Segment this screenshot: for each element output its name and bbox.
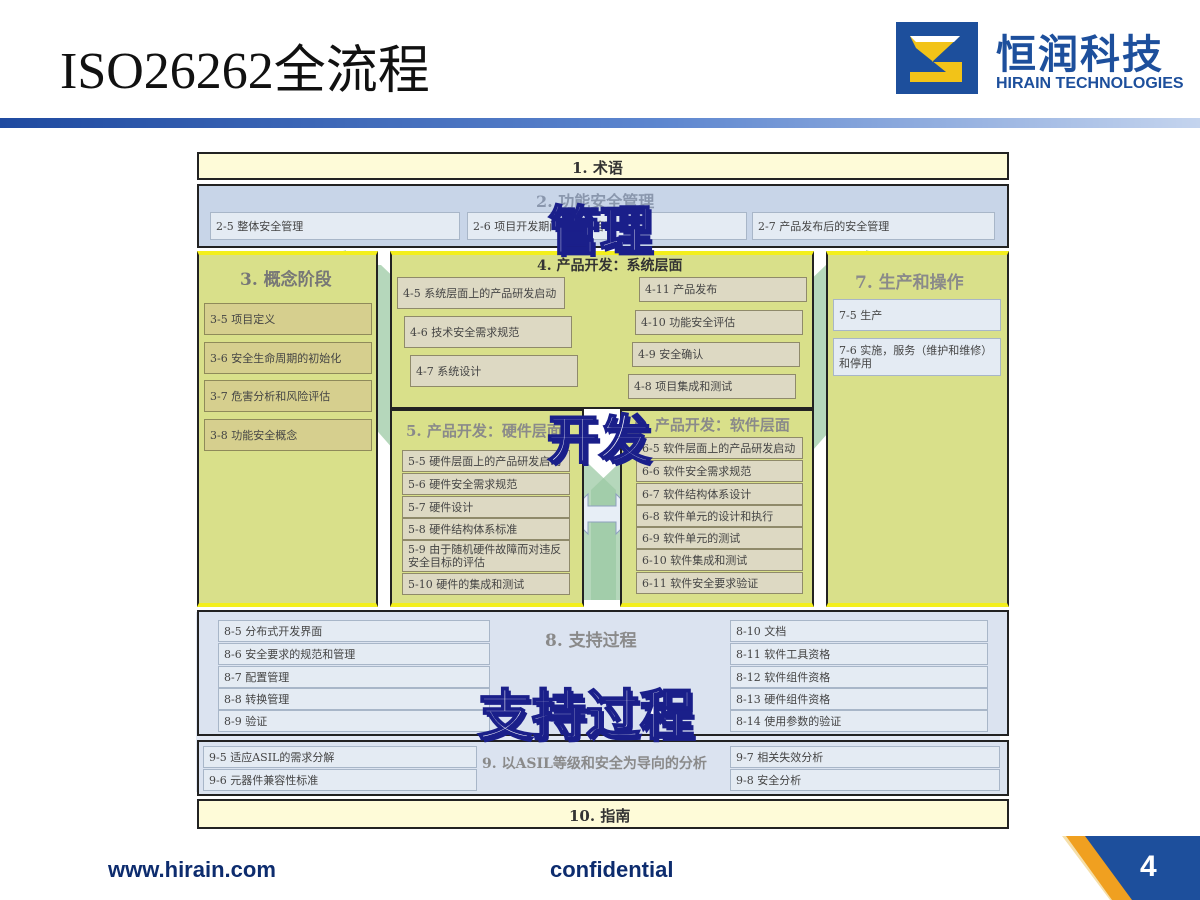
overlay-management: 管理: [547, 201, 653, 263]
item-3-6: 3-6 安全生命周期的初始化: [204, 342, 372, 374]
item-7-6: 7-6 实施，服务（维护和维修）和停用: [833, 338, 1001, 376]
item-4-6: 4-6 技术安全需求规范: [404, 316, 572, 348]
item-5-8: 5-8 硬件结构体系标准: [402, 518, 570, 540]
item-6-7: 6-7 软件结构体系设计: [636, 483, 803, 505]
item-2-5: 2-5 整体安全管理: [210, 212, 460, 240]
section-6-title: 6. 产品开发：软件层面: [634, 416, 790, 434]
item-5-6: 5-6 硬件安全需求规范: [402, 473, 570, 495]
logo-name-cn: 恒润科技: [996, 32, 1164, 78]
footer-website: www.hirain.com: [108, 857, 276, 882]
item-6-10: 6-10 软件集成和测试: [636, 549, 803, 571]
item-2-6: 2-6 项目开发期间的安全管理: [467, 212, 747, 240]
section-1-title: 1. 术语: [572, 159, 623, 177]
slide-title: ISO26262全流程: [60, 43, 430, 100]
header-rule: [0, 118, 1200, 128]
item-9-5: 9-5 适应ASIL的需求分解: [203, 746, 477, 768]
item-9-8: 9-8 安全分析: [730, 769, 1000, 791]
item-3-5: 3-5 项目定义: [204, 303, 372, 335]
footer-confidential: confidential: [550, 857, 674, 882]
item-5-9: 5-9 由于随机硬件故障而对违反安全目标的评估: [402, 540, 570, 572]
item-8-8: 8-8 转换管理: [218, 688, 490, 710]
page-number: 4: [1140, 850, 1157, 883]
item-4-5: 4-5 系统层面上的产品研发启动: [397, 277, 565, 309]
item-8-5: 8-5 分布式开发界面: [218, 620, 490, 642]
footer-decoration: [0, 830, 1200, 900]
item-5-5: 5-5 硬件层面上的产品研发启动: [402, 450, 570, 472]
item-3-8: 3-8 功能安全概念: [204, 419, 372, 451]
item-8-7: 8-7 配置管理: [218, 666, 490, 688]
item-5-10: 5-10 硬件的集成和测试: [402, 573, 570, 595]
item-6-8: 6-8 软件单元的设计和执行: [636, 505, 803, 527]
section-10-guideline: [197, 799, 1009, 829]
item-2-7: 2-7 产品发布后的安全管理: [752, 212, 995, 240]
section-2-title: 2. 功能安全管理: [536, 192, 655, 211]
item-6-9: 6-9 软件单元的测试: [636, 527, 803, 549]
item-4-10: 4-10 功能安全评估: [635, 310, 803, 335]
item-8-6: 8-6 安全要求的规范和管理: [218, 643, 490, 665]
item-4-7: 4-7 系统设计: [410, 355, 578, 387]
section-8-title: 8. 支持过程: [545, 631, 637, 651]
item-8-14: 8-14 使用参数的验证: [730, 710, 988, 732]
item-8-10: 8-10 文档: [730, 620, 988, 642]
section-3-title: 3. 概念阶段: [240, 270, 332, 290]
section-10-title: 10. 指南: [569, 807, 631, 825]
item-5-7: 5-7 硬件设计: [402, 496, 570, 518]
item-4-8: 4-8 项目集成和测试: [628, 374, 796, 399]
section-9-title: 9. 以ASIL等级和安全为导向的分析: [482, 756, 707, 772]
item-8-11: 8-11 软件工具资格: [730, 643, 988, 665]
section-5-title: 5. 产品开发：硬件层面: [406, 422, 562, 440]
company-logo: [896, 22, 978, 94]
logo-emblem-icon: [896, 22, 978, 94]
item-7-5: 7-5 生产: [833, 299, 1001, 331]
item-8-13: 8-13 硬件组件资格: [730, 688, 988, 710]
section-4-title: 4. 产品开发：系统层面: [537, 258, 683, 274]
item-9-7: 9-7 相关失效分析: [730, 746, 1000, 768]
logo-name-en: HIRAIN TECHNOLOGIES: [996, 75, 1184, 92]
item-9-6: 9-6 元器件兼容性标准: [203, 769, 477, 791]
overlay-support: 支持过程: [477, 683, 695, 748]
item-4-9: 4-9 安全确认: [632, 342, 800, 367]
section-7-title: 7. 生产和操作: [855, 273, 964, 293]
item-6-11: 6-11 软件安全要求验证: [636, 572, 803, 594]
overlay-development: 开发: [546, 410, 652, 472]
item-6-5: 6-5 软件层面上的产品研发启动: [636, 437, 803, 459]
item-6-6: 6-6 软件安全需求规范: [636, 460, 803, 482]
item-8-9: 8-9 验证: [218, 710, 490, 732]
item-4-11: 4-11 产品发布: [639, 277, 807, 302]
item-8-12: 8-12 软件组件资格: [730, 666, 988, 688]
section-1-terminology: [197, 152, 1009, 180]
item-3-7: 3-7 危害分析和风险评估: [204, 380, 372, 412]
